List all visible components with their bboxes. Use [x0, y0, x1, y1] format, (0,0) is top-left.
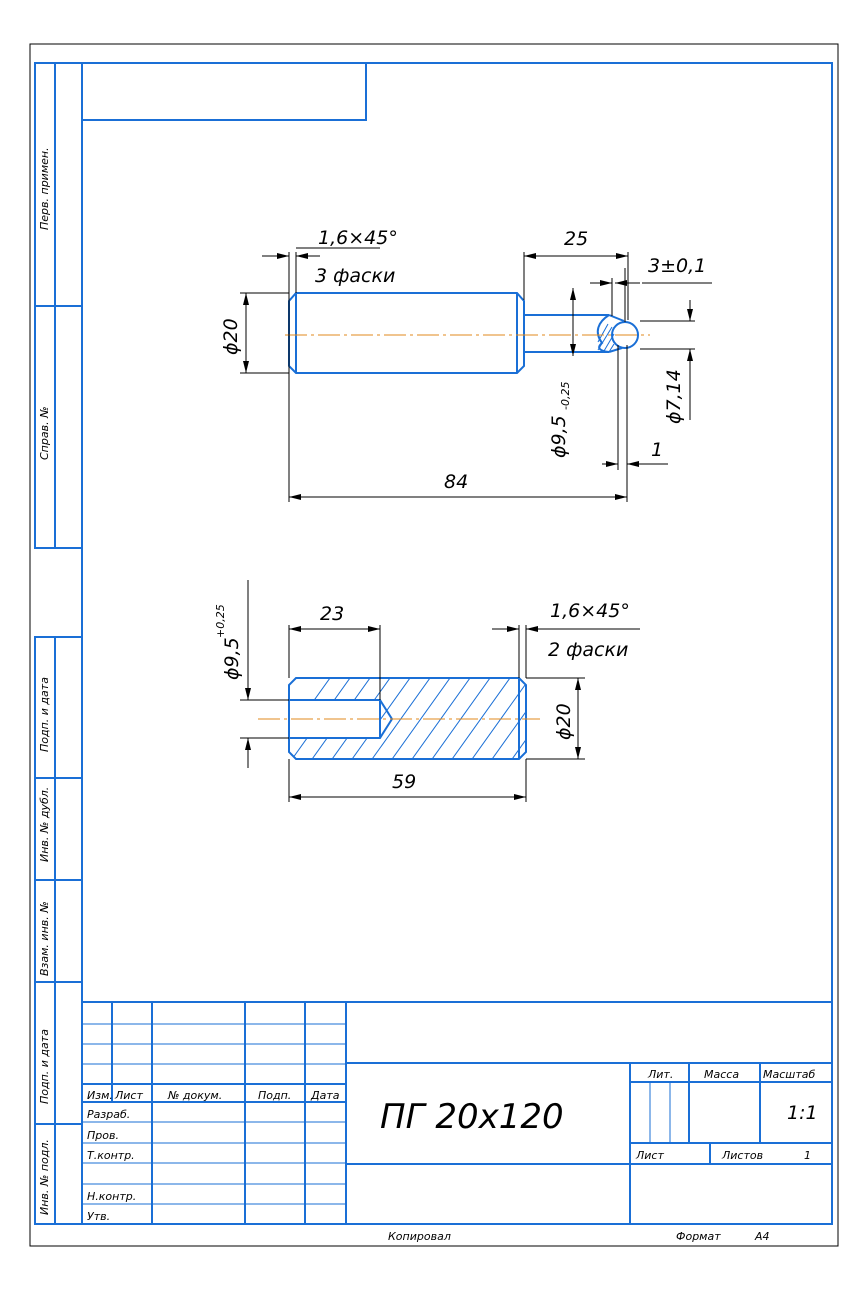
tb-izm: Изм.	[87, 1089, 113, 1102]
p2-chamfer: 1,6×45°	[550, 600, 630, 622]
tb-sheets-count: 1	[804, 1149, 811, 1162]
tb-sheet-label: Лист	[635, 1149, 664, 1162]
p1-groove: 3±0,1	[648, 255, 706, 277]
tb-podp: Подп.	[258, 1089, 291, 1102]
tb-sheets-label: Листов	[721, 1149, 763, 1162]
label-perv-primen: Перв. примен.	[38, 147, 51, 230]
p1-chamfer-label: 1,6×45°	[318, 227, 398, 249]
label-inv-dubl: Инв. № дубл.	[38, 787, 51, 862]
p1-len-total: 84	[444, 471, 468, 493]
title-block	[81, 1001, 833, 1225]
p1-len-pin: 25	[564, 228, 588, 250]
p2-length: 59	[392, 771, 416, 793]
sheet-outer-border	[29, 43, 839, 1247]
tb-lit: Лит.	[647, 1068, 673, 1081]
label-sprav-no: Справ. №	[38, 406, 51, 460]
p2-bore-depth: 23	[320, 603, 344, 625]
part1-view	[285, 292, 650, 374]
tb-tkontr: Т.контр.	[87, 1149, 135, 1162]
tb-razrab: Разраб.	[87, 1108, 130, 1121]
side-strip-top	[34, 62, 83, 549]
p1-dia-pin: ϕ9,5	[548, 415, 570, 458]
p1-dia-pin-tol: -0,25	[559, 382, 572, 410]
tb-designation: ПГ 20х120	[380, 1097, 564, 1137]
tb-prov: Пров.	[87, 1129, 119, 1142]
tb-list: Лист	[114, 1089, 143, 1102]
p2-bore-tol: +0,25	[214, 604, 227, 638]
drawing-frame	[81, 62, 833, 1225]
top-left-box	[81, 62, 367, 121]
label-inv-podl: Инв. № подл.	[38, 1139, 51, 1215]
p1-dia-main: ϕ20	[220, 318, 242, 355]
label-vzam-inv: Взам. инв. №	[38, 901, 51, 976]
p1-dia-ball: ϕ7,14	[663, 369, 685, 424]
p2-bore-dia: ϕ9,5	[221, 637, 243, 680]
tb-utv: Утв.	[87, 1210, 110, 1223]
p1-chamfer-note: 3 фаски	[315, 265, 395, 287]
label-podp-data-2: Подп. и дата	[38, 1029, 51, 1104]
tb-scale: 1:1	[787, 1102, 818, 1124]
footer-kopiroval: Копировал	[388, 1230, 451, 1243]
side-strip-bottom	[34, 636, 83, 1225]
tb-massa: Масса	[704, 1068, 739, 1081]
label-podp-data-1: Подп. и дата	[38, 677, 51, 752]
p2-chamfer-note: 2 фаски	[548, 639, 628, 661]
footer-format-value: А4	[754, 1230, 770, 1243]
tb-masshtab: Масштаб	[763, 1068, 815, 1081]
p2-dia-main: ϕ20	[553, 703, 575, 740]
tb-nkontr: Н.контр.	[87, 1190, 136, 1203]
tb-data: Дата	[310, 1089, 340, 1102]
tb-doc-no: № докум.	[167, 1089, 222, 1102]
p1-offset: 1	[651, 439, 663, 461]
footer-format-label: Формат	[676, 1230, 721, 1243]
part1-dimensions	[240, 247, 712, 502]
part2-dimensions	[240, 580, 640, 802]
